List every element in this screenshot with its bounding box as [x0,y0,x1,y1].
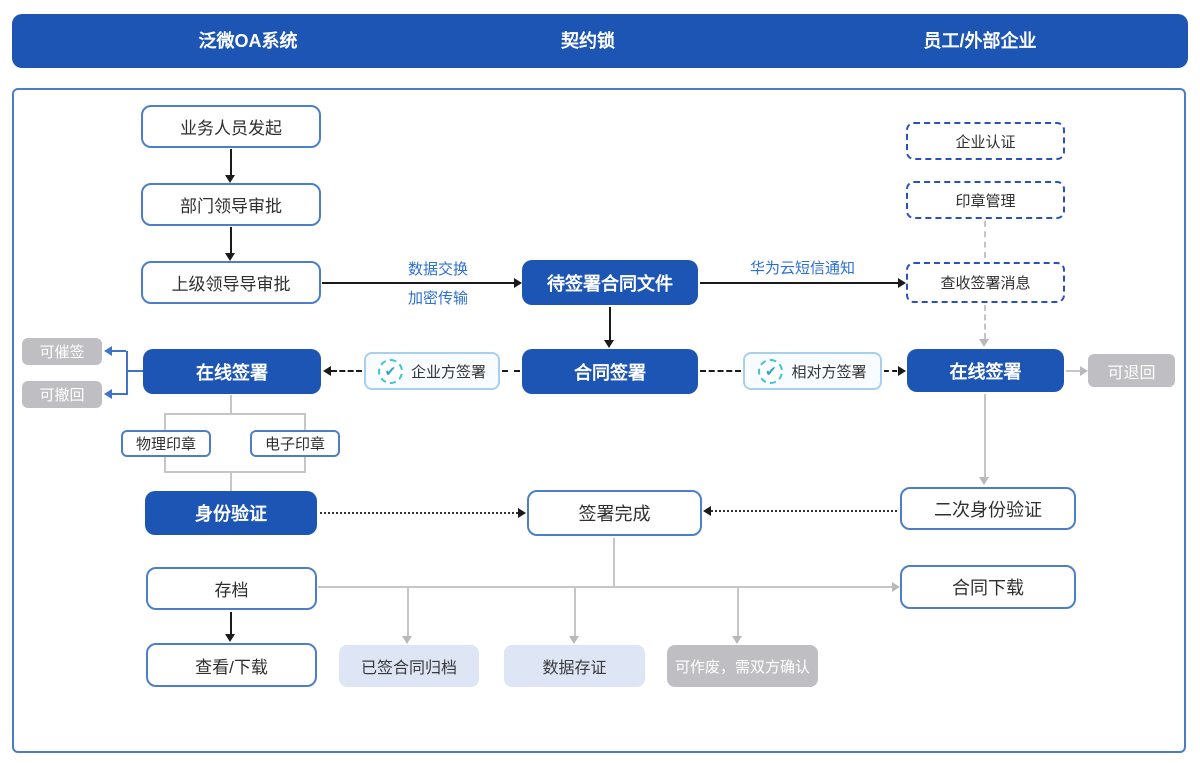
arrow-identity-to-complete [320,512,518,514]
arrowhead-onlineright-to-returnable [1080,366,1088,376]
connector-sealmgmt-to-checkmessage [984,221,986,258]
header-bar: 泛微OA系统 契约锁 员工/外部企业 [12,14,1188,68]
arrowhead-senior-to-pending [514,278,522,288]
connector-electronic-seal-down [304,457,306,473]
header-col-oa: 泛微OA系统 [198,31,298,51]
node-identity-verify: 身份验证 [145,491,317,535]
arrow-senior-to-pending [322,282,514,284]
connector-to-identity [230,471,232,491]
arrowhead-to-voidable [732,636,742,644]
arrowhead-onlineright-to-secondverify [979,477,989,485]
node-physical-seal: 物理印章 [121,430,211,457]
arrowhead-identity-to-complete [518,508,526,518]
connector-onlineleft-down [230,395,232,414]
node-urge-sign: 可催签 [22,338,102,365]
arrowhead-to-urge [104,346,112,356]
node-seal-mgmt: 印章管理 [906,181,1065,219]
arrow-enterprisesign-to-onlineleft [331,370,362,372]
node-online-sign-left: 在线签署 [143,349,321,394]
node-returnable: 可退回 [1088,354,1175,387]
connector-bottom-bus [318,586,892,588]
arrowhead-to-online-sign-right [898,366,906,376]
node-senior-approval: 上级领导导审批 [141,261,321,304]
arrow-dept-to-senior [230,227,232,253]
bracket-online-left-spine [126,351,128,395]
bracket-online-left-stub [126,370,143,372]
connector-to-physical-seal [164,413,166,430]
arrow-archive-to-view [230,612,232,634]
arrowhead-pending-to-checkmessage [898,278,906,288]
node-data-evidence: 数据存证 [504,645,645,687]
node-online-sign-right: 在线签署 [907,349,1064,392]
arrowhead-secondverify-to-complete [703,506,711,516]
connector-complete-down [613,538,615,587]
counterparty-sign-label: 相对方签署 [791,363,867,381]
arrowhead-pending-to-contractsign [604,340,614,348]
connector-to-voidable [737,587,739,636]
check-icon: ✔ [377,358,403,384]
node-withdraw: 可撤回 [22,381,102,408]
connector-to-electronic-seal [304,413,306,430]
node-voidable: 可作废，需双方确认 [667,645,818,687]
arrowhead-to-online-sign-left [323,366,331,376]
bracket-to-urge [112,350,126,352]
edge-label-data-exchange: 数据交换 [407,261,468,278]
node-sign-complete: 签署完成 [527,490,702,536]
header-col-external: 员工/外部企业 [923,31,1037,51]
node-contract-sign: 合同签署 [522,349,698,394]
check-icon: ✔ [758,358,784,384]
node-signed-archive: 已签合同归档 [339,645,479,687]
connector-to-signed-archive [407,587,409,636]
arrow-onlineright-to-secondverify [984,394,986,477]
enterprise-sign-label: 企业方签署 [410,363,486,381]
arrowhead-dept-to-senior [225,253,235,261]
arrowhead-to-data-evidence [569,636,579,644]
arrow-onlineright-to-returnable [1066,370,1080,372]
node-counterparty-sign: ✔ 相对方签署 [743,352,882,390]
arrow-secondverify-to-complete [711,510,897,512]
edge-label-encrypted-transfer: 加密传输 [407,290,468,307]
node-archive: 存档 [146,567,317,610]
bracket-to-withdraw [112,393,126,395]
node-check-message: 查收签署消息 [906,262,1065,303]
arrow-contractsign-to-counterpartysign [700,370,741,372]
header-col-qys: 契约锁 [561,31,615,51]
arrowhead-to-contract-download [892,582,900,592]
connector-physical-seal-down [164,457,166,473]
node-business-initiate: 业务人员发起 [141,105,321,148]
arrowhead-to-withdraw [104,389,112,399]
connector-checkmessage-to-onlineright [984,305,986,339]
arrow-contractsign-to-enterprisesign [502,370,520,372]
connector-seal-join-bottom [164,471,305,473]
node-pending-contract: 待签署合同文件 [522,260,698,305]
node-contract-download: 合同下载 [900,565,1076,609]
node-view-download: 查看/下载 [146,643,317,687]
node-second-verify: 二次身份验证 [900,487,1076,530]
node-enterprise-sign: ✔ 企业方签署 [364,352,500,390]
connector-to-data-evidence [574,587,576,636]
arrow-counterpartysign-to-onlineright [884,370,897,372]
arrowhead-initiate-to-dept [225,175,235,183]
node-dept-approval: 部门领导审批 [141,183,321,226]
node-electronic-seal: 电子印章 [250,430,340,457]
arrowhead-checkmessage-to-onlineright [979,339,989,347]
arrowhead-archive-to-view [225,634,235,642]
node-enterprise-auth: 企业认证 [906,122,1065,160]
arrow-initiate-to-dept [230,149,232,176]
edge-label-sms-notice: 华为云短信通知 [749,260,855,277]
arrow-pending-to-contractsign [609,307,611,340]
arrowhead-to-signed-archive [402,636,412,644]
connector-seal-split-top [164,413,305,415]
arrow-pending-to-checkmessage [700,282,898,284]
